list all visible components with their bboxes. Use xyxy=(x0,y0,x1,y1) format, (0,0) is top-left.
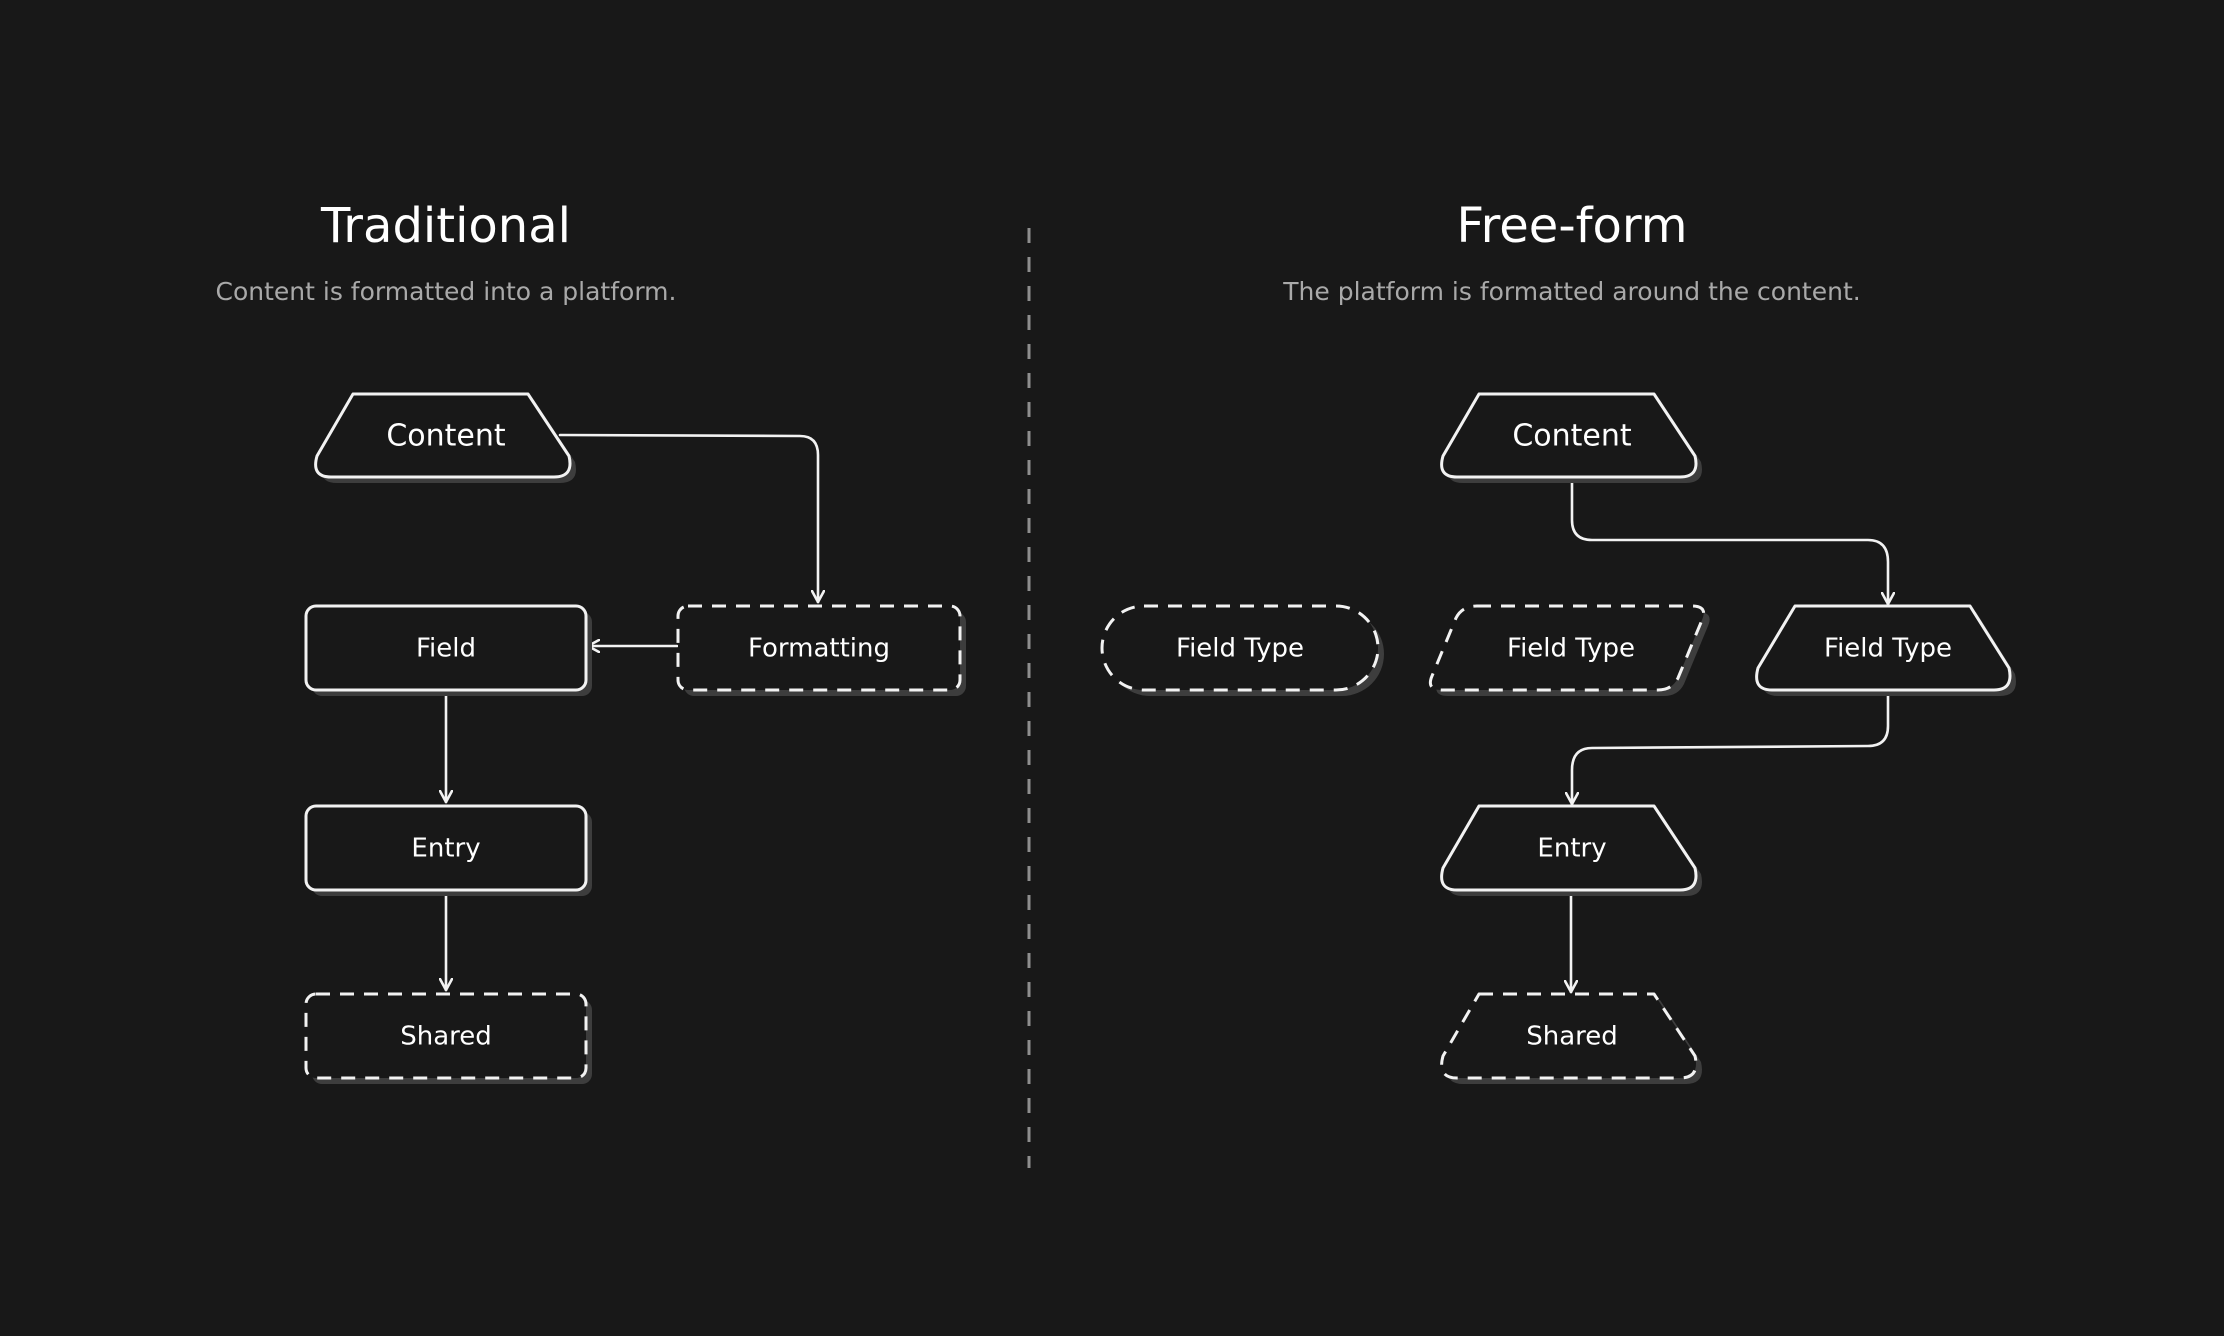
left-panel-title: Traditional xyxy=(320,198,571,254)
node-field: Field xyxy=(304,604,592,696)
node-shared-right-label: Shared xyxy=(1526,1022,1618,1052)
edge-content-to-field-type xyxy=(1570,476,1888,606)
node-content-right: Content xyxy=(1440,392,1702,483)
right-panel-title: Free-form xyxy=(1456,198,1687,254)
edge-content-to-formatting xyxy=(558,433,818,604)
node-shared-label: Shared xyxy=(400,1022,492,1052)
edge-field-type-to-entry xyxy=(1572,688,1890,806)
node-field-type-parallelogram-label: Field Type xyxy=(1507,634,1635,664)
node-formatting-label: Formatting xyxy=(748,634,890,664)
node-shared: Shared xyxy=(304,992,592,1084)
node-entry: Entry xyxy=(304,804,592,896)
node-entry-right-label: Entry xyxy=(1537,834,1606,864)
left-panel-subtitle: Content is formatted into a platform. xyxy=(216,277,677,306)
right-panel-subtitle: The platform is formatted around the con… xyxy=(1282,277,1860,306)
node-field-label: Field xyxy=(416,634,476,664)
node-content-right-label: Content xyxy=(1512,419,1632,454)
right-panel: Free-form The platform is formatted arou… xyxy=(1100,198,2016,1084)
node-content: Content xyxy=(314,392,576,483)
node-formatting: Formatting xyxy=(676,604,966,696)
node-field-type-parallelogram: Field Type xyxy=(1428,604,1710,696)
node-field-type-trapezoid: Field Type xyxy=(1755,604,2016,696)
node-content-label: Content xyxy=(386,419,506,454)
node-shared-right: Shared xyxy=(1440,992,1702,1084)
node-entry-right: Entry xyxy=(1440,804,1702,896)
left-panel: Traditional Content is formatted into a … xyxy=(216,198,966,1084)
node-field-type-pill-label: Field Type xyxy=(1176,634,1304,664)
node-entry-label: Entry xyxy=(411,834,480,864)
node-field-type-trapezoid-label: Field Type xyxy=(1824,634,1952,664)
node-field-type-pill: Field Type xyxy=(1100,604,1384,696)
